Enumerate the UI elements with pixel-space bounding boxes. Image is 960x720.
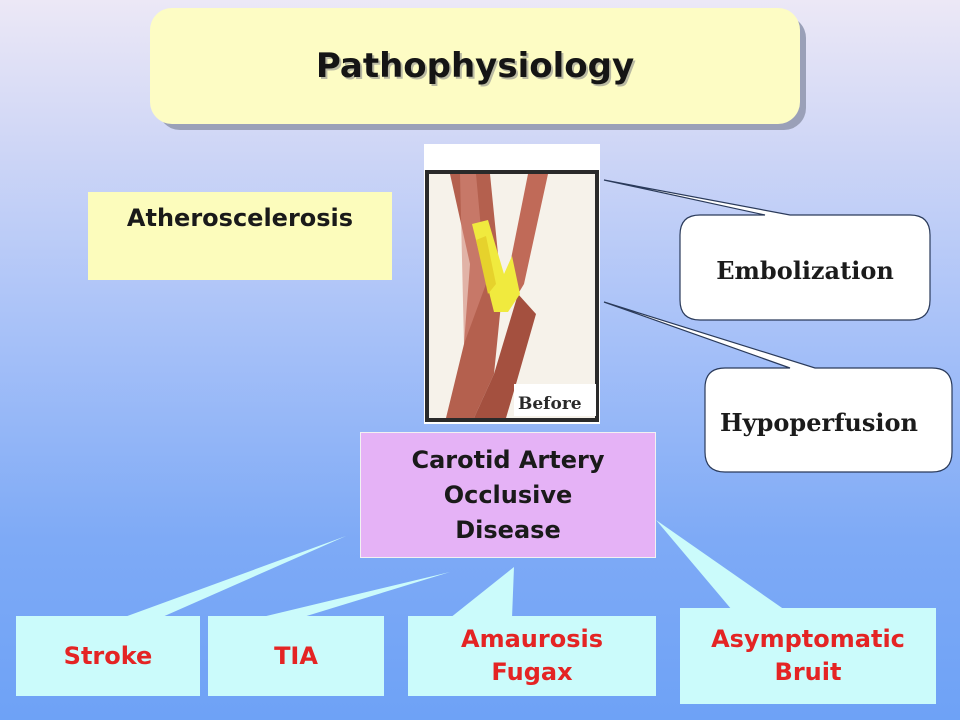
atherosclerosis-label: Atheroscelerosis <box>126 204 354 232</box>
stroke-label: Stroke <box>63 641 153 670</box>
stroke-tail <box>122 536 346 618</box>
tia-box: TIA <box>208 616 384 696</box>
artery-before-image: Before <box>424 144 600 424</box>
amaurosis-fugax-box: Amaurosis Fugax <box>408 616 656 696</box>
carotid-disease-box: Carotid Artery Occlusive Disease <box>360 432 656 558</box>
tia-label: TIA <box>274 641 318 670</box>
amaurosis-tail <box>450 567 514 618</box>
bruit-tail <box>656 520 785 610</box>
image-caption: Before <box>518 394 582 414</box>
hypoperfusion-callout <box>603 301 953 473</box>
embolization-callout <box>603 179 931 321</box>
hypoperfusion-label: Hypoperfusion <box>720 408 918 437</box>
carotid-disease-label: Carotid Artery Occlusive Disease <box>411 445 605 544</box>
page-title: Pathophysiology <box>315 46 635 86</box>
atherosclerosis-box: Atheroscelerosis <box>88 192 392 280</box>
embolization-label: Embolization <box>716 256 894 285</box>
title-box: Pathophysiology <box>150 8 800 124</box>
stroke-box: Stroke <box>16 616 200 696</box>
amaurosis-fugax-label: Amaurosis Fugax <box>461 625 603 686</box>
asymptomatic-bruit-label: Asymptomatic Bruit <box>711 625 905 686</box>
asymptomatic-bruit-box: Asymptomatic Bruit <box>680 608 936 704</box>
tia-tail <box>258 572 450 618</box>
